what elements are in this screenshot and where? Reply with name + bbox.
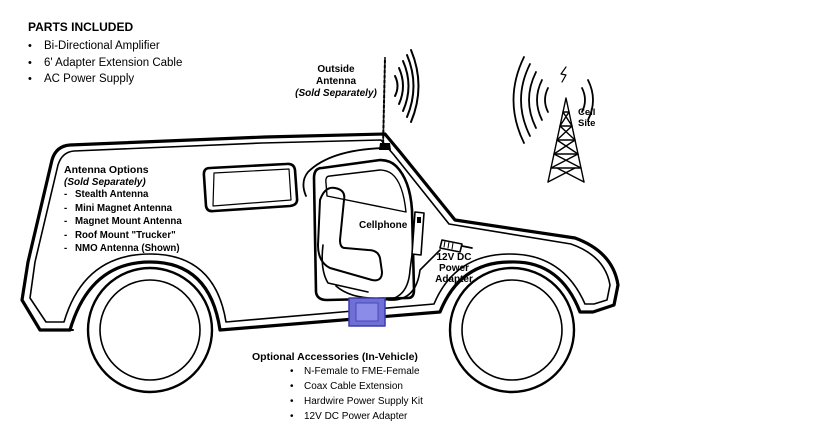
power-adapter-line2: Power xyxy=(438,263,469,274)
list-item: 6' Adapter Extension Cable xyxy=(28,55,182,72)
power-adapter-label: 12V DC Power Adapter xyxy=(426,252,482,285)
antenna-options-list: Stealth Antenna Mini Magnet Antenna Magn… xyxy=(64,188,182,256)
list-item: N-Female to FME-Female xyxy=(290,364,423,379)
list-item: Roof Mount "Trucker" xyxy=(64,229,182,243)
optional-accessories-title: Optional Accessories (In-Vehicle) xyxy=(252,351,418,363)
antenna-options-title: Antenna Options xyxy=(64,164,149,176)
list-item: 12V DC Power Adapter xyxy=(290,409,423,424)
power-adapter-icon xyxy=(439,239,463,253)
cell-site-line1: Cell xyxy=(578,107,596,118)
tower-signal-waves xyxy=(512,56,594,144)
list-item: Mini Magnet Antenna xyxy=(64,202,182,216)
parts-included-list: Bi-Directional Amplifier 6' Adapter Exte… xyxy=(28,38,182,88)
optional-accessories-list: N-Female to FME-Female Coax Cable Extens… xyxy=(290,364,423,424)
outside-antenna-note: (Sold Separately) xyxy=(295,88,377,99)
list-item: Hardwire Power Supply Kit xyxy=(290,394,423,409)
antenna-options-subtitle: (Sold Separately) xyxy=(64,177,146,188)
vehicle-body-outline xyxy=(20,132,620,332)
antenna-signal-waves xyxy=(394,49,420,123)
front-wheel-icon xyxy=(448,266,576,394)
list-item: Stealth Antenna xyxy=(64,188,182,202)
list-item: Bi-Directional Amplifier xyxy=(28,38,182,55)
cell-site-line2: Site xyxy=(578,118,596,129)
front-window xyxy=(312,158,416,302)
power-adapter-line1: 12V DC xyxy=(436,252,472,263)
outside-antenna-label: Outside Antenna (Sold Separately) xyxy=(286,64,386,100)
cellphone-label: Cellphone xyxy=(359,220,408,231)
rear-window xyxy=(202,162,299,213)
outside-antenna-line2: Antenna xyxy=(316,76,356,87)
cell-site-label: Cell Site xyxy=(578,107,595,129)
outside-antenna-line1: Outside xyxy=(317,64,355,75)
rear-wheel-icon xyxy=(86,266,214,394)
cell-tower-icon xyxy=(547,66,585,183)
outside-antenna-icon xyxy=(382,57,386,149)
seat-icon xyxy=(317,186,383,282)
list-item: NMO Antenna (Shown) xyxy=(64,242,182,256)
list-item: Magnet Mount Antenna xyxy=(64,215,182,229)
power-adapter-line3: Adapter xyxy=(435,274,473,285)
list-item: AC Power Supply xyxy=(28,71,182,88)
list-item: Coax Cable Extension xyxy=(290,379,423,394)
parts-included-title: PARTS INCLUDED xyxy=(28,20,134,34)
